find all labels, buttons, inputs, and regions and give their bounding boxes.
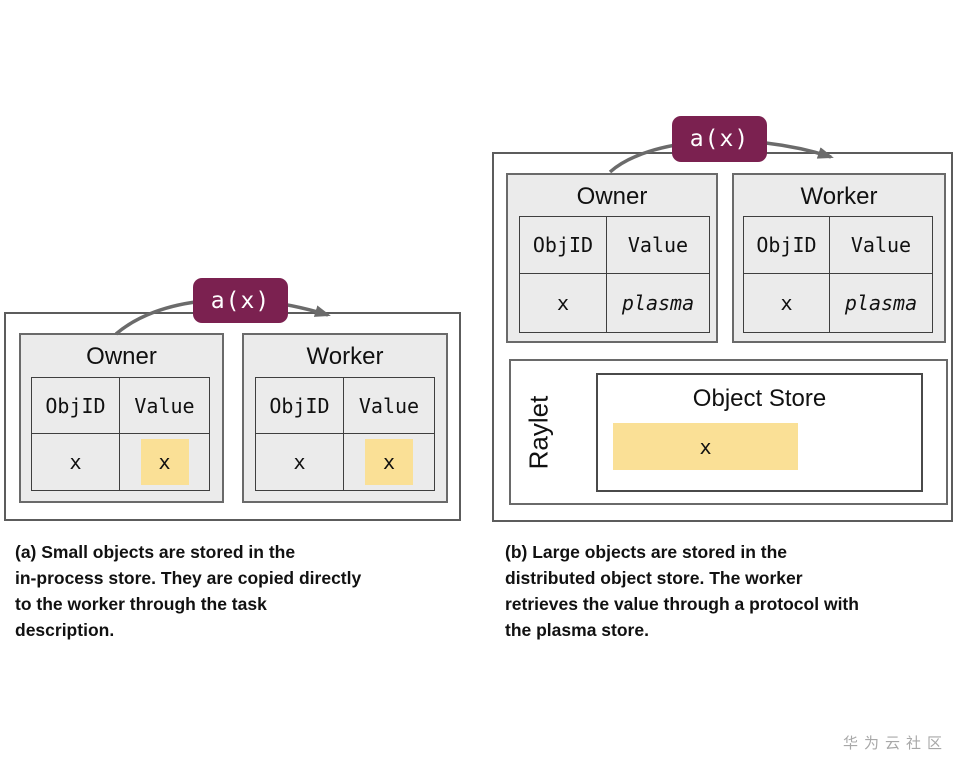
figure-a-worker-box: Worker <box>242 333 448 503</box>
figure-b-worker-table: ObjID Value x plasma <box>743 216 933 333</box>
caption-line: description. <box>15 620 115 640</box>
caption-line: (a) Small objects are stored in the <box>15 542 296 562</box>
highlighted-value: x <box>140 439 189 485</box>
figure-b-owner-title: Owner <box>576 183 648 210</box>
objid-cell: x <box>256 434 344 490</box>
figure-a-owner-table: ObjID Value x x <box>31 377 210 491</box>
watermark-huawei-cloud-community: 华为云社区 <box>842 735 948 752</box>
figure-b-caption: (b) Large objects are stored in the dist… <box>505 539 859 643</box>
caption-line: (b) Large objects are stored in the <box>505 542 787 562</box>
column-header-value: Value <box>344 378 434 434</box>
caption-line: distributed object store. The worker <box>505 568 803 588</box>
value-cell: x <box>120 434 209 490</box>
figure-b-worker-box: Worker <box>732 173 946 343</box>
value-cell-plasma: plasma <box>844 291 918 315</box>
figure-a-worker-title: Worker <box>306 343 384 370</box>
caption-line: to the worker through the task <box>15 594 267 614</box>
caption-line: the plasma store. <box>505 620 649 640</box>
column-header-value: Value <box>120 378 209 434</box>
column-header-objid: ObjID <box>32 378 120 434</box>
objid-cell: x <box>744 274 830 332</box>
value-cell-plasma: plasma <box>621 291 695 315</box>
figure-b-worker-title: Worker <box>800 183 878 210</box>
column-header-value: Value <box>830 217 932 274</box>
figure-a-owner-box: Owner <box>19 333 224 503</box>
caption-line: retrieves the value through a protocol w… <box>505 594 859 614</box>
raylet-label: Raylet <box>523 395 554 469</box>
objid-cell: x <box>520 274 607 332</box>
caption-line: in-process store. They are copied direct… <box>15 568 362 588</box>
figure-b-owner-box: Owner <box>506 173 718 343</box>
figure-a-worker-table: ObjID Value x x <box>255 377 435 491</box>
figure-a-owner-title: Owner <box>86 343 157 370</box>
task-badge-a: a(x) <box>193 278 288 323</box>
object-store-title: Object Store <box>692 385 827 412</box>
figure-b-owner-table: ObjID Value x plasma <box>519 216 710 333</box>
column-header-value: Value <box>607 217 709 274</box>
objid-cell: x <box>32 434 120 490</box>
highlighted-value: x <box>365 439 413 485</box>
figure-a-caption: (a) Small objects are stored in the in-p… <box>15 539 361 643</box>
raylet-label-strip: Raylet <box>509 359 569 505</box>
column-header-objid: ObjID <box>744 217 830 274</box>
column-header-objid: ObjID <box>520 217 607 274</box>
value-cell: x <box>344 434 434 490</box>
task-badge-b: a(x) <box>672 116 767 162</box>
column-header-objid: ObjID <box>256 378 344 434</box>
object-store-item: x <box>613 423 798 470</box>
